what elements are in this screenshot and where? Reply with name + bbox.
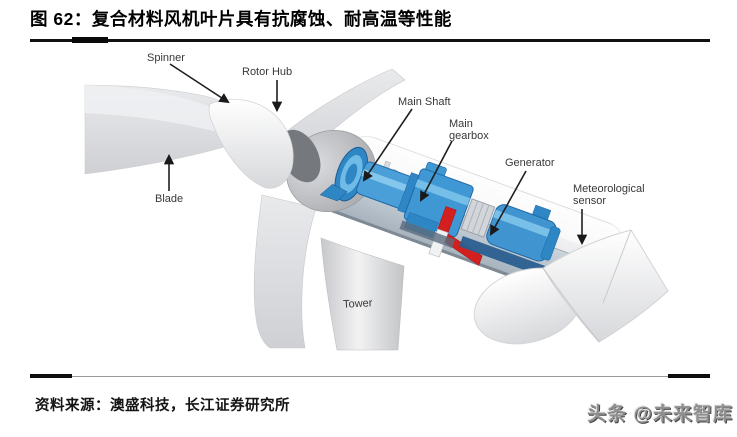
rule-endcap-right — [668, 374, 710, 378]
main-shaft-arrow — [362, 108, 413, 182]
source-note: 资料来源：澳盛科技，长江证券研究所 — [35, 398, 290, 414]
turbine-cutaway-svg: Spinner Rotor Hub Main Shaft Main gearbo… — [84, 52, 669, 351]
left-blade — [84, 84, 247, 175]
tail-fin — [542, 229, 669, 343]
figure-title: 图 62：复合材料风机叶片具有抗腐蚀、耐高温等性能 — [30, 9, 452, 29]
figure-bottom-rule — [30, 374, 710, 378]
gearbox-arrow — [420, 140, 453, 202]
label-main-gearbox-line1: Main — [449, 118, 473, 130]
generator-base — [459, 235, 550, 278]
label-blade: Blade — [155, 193, 183, 205]
label-tower: Tower — [343, 297, 373, 311]
label-rotor-hub: Rotor Hub — [242, 66, 292, 78]
spinner-cone — [208, 98, 294, 189]
spinner-arrow — [169, 63, 230, 104]
generator — [486, 204, 561, 262]
label-main-gearbox-line2: gearbox — [449, 130, 489, 142]
label-spinner: Spinner — [147, 52, 185, 64]
label-met-sensor-line1: Meteorological — [573, 183, 645, 195]
gearbox-base — [399, 220, 456, 249]
watermark: 头条 @未来智库 — [587, 404, 733, 425]
label-met-sensor-line2: sensor — [573, 195, 606, 207]
drivetrain — [319, 146, 561, 278]
wind-turbine-diagram: Spinner Rotor Hub Main Shaft Main gearbo… — [0, 45, 737, 375]
rule-endcap-left — [30, 374, 72, 378]
rule-artifact — [72, 37, 108, 43]
generator-arrow — [489, 170, 527, 236]
label-generator: Generator — [505, 157, 555, 169]
title-rule — [30, 37, 710, 43]
label-main-shaft: Main Shaft — [398, 96, 451, 108]
lower-blade — [253, 194, 317, 349]
tower — [320, 237, 405, 351]
